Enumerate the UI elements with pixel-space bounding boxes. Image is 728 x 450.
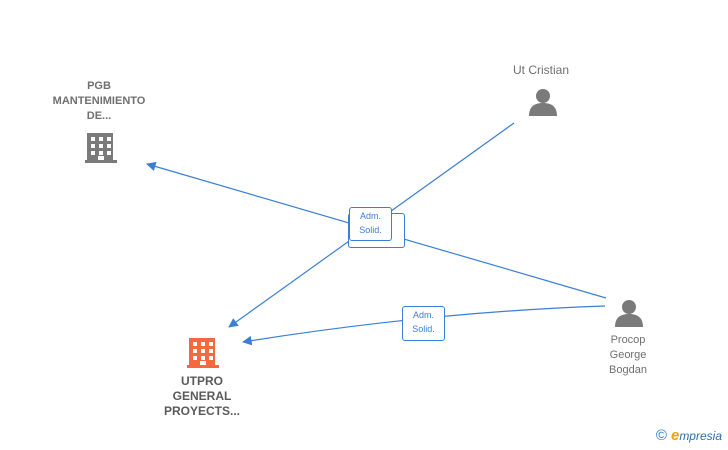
relation-label-front[interactable]: Adm. Solid. (349, 207, 392, 241)
node-label-utpro[interactable]: UTPRO GENERAL PROYECTS... (148, 374, 256, 419)
label-line: UTPRO (181, 374, 223, 388)
node-label-procop[interactable]: Procop George Bogdan (592, 333, 664, 378)
brand-name: mpresia (679, 429, 722, 443)
label-line: DE... (86, 110, 112, 122)
node-label-pgb[interactable]: PGB MANTENIMIENTO DE... (40, 79, 158, 124)
label-line: Ut Cristian (512, 63, 569, 77)
label-line: Bogdan (609, 364, 647, 376)
brand-initial: e (670, 427, 680, 444)
label-line: Procop (610, 334, 646, 346)
brand-footer[interactable]: © empresia (656, 427, 722, 444)
label-line: PGB (87, 80, 111, 92)
relation-line: Adm. (412, 310, 434, 320)
brand-logo: empresia (671, 427, 722, 444)
label-line: GENERAL (172, 389, 232, 403)
person-icon (529, 89, 557, 116)
person-icon (615, 300, 643, 327)
relation-label-bottom[interactable]: Adm. Solid. (402, 306, 445, 341)
label-line: MANTENIMIENTO (52, 95, 146, 107)
label-line: PROYECTS... (163, 404, 240, 418)
building-icon (85, 133, 117, 163)
building-icon (187, 338, 219, 368)
label-line: George (609, 349, 647, 361)
node-label-ut-cristian[interactable]: Ut Cristian (491, 63, 591, 78)
relation-line: Solid. (359, 225, 382, 235)
relation-line: Solid. (412, 324, 435, 334)
relation-line: Adm. (359, 211, 381, 221)
copyright-symbol: © (655, 427, 667, 444)
